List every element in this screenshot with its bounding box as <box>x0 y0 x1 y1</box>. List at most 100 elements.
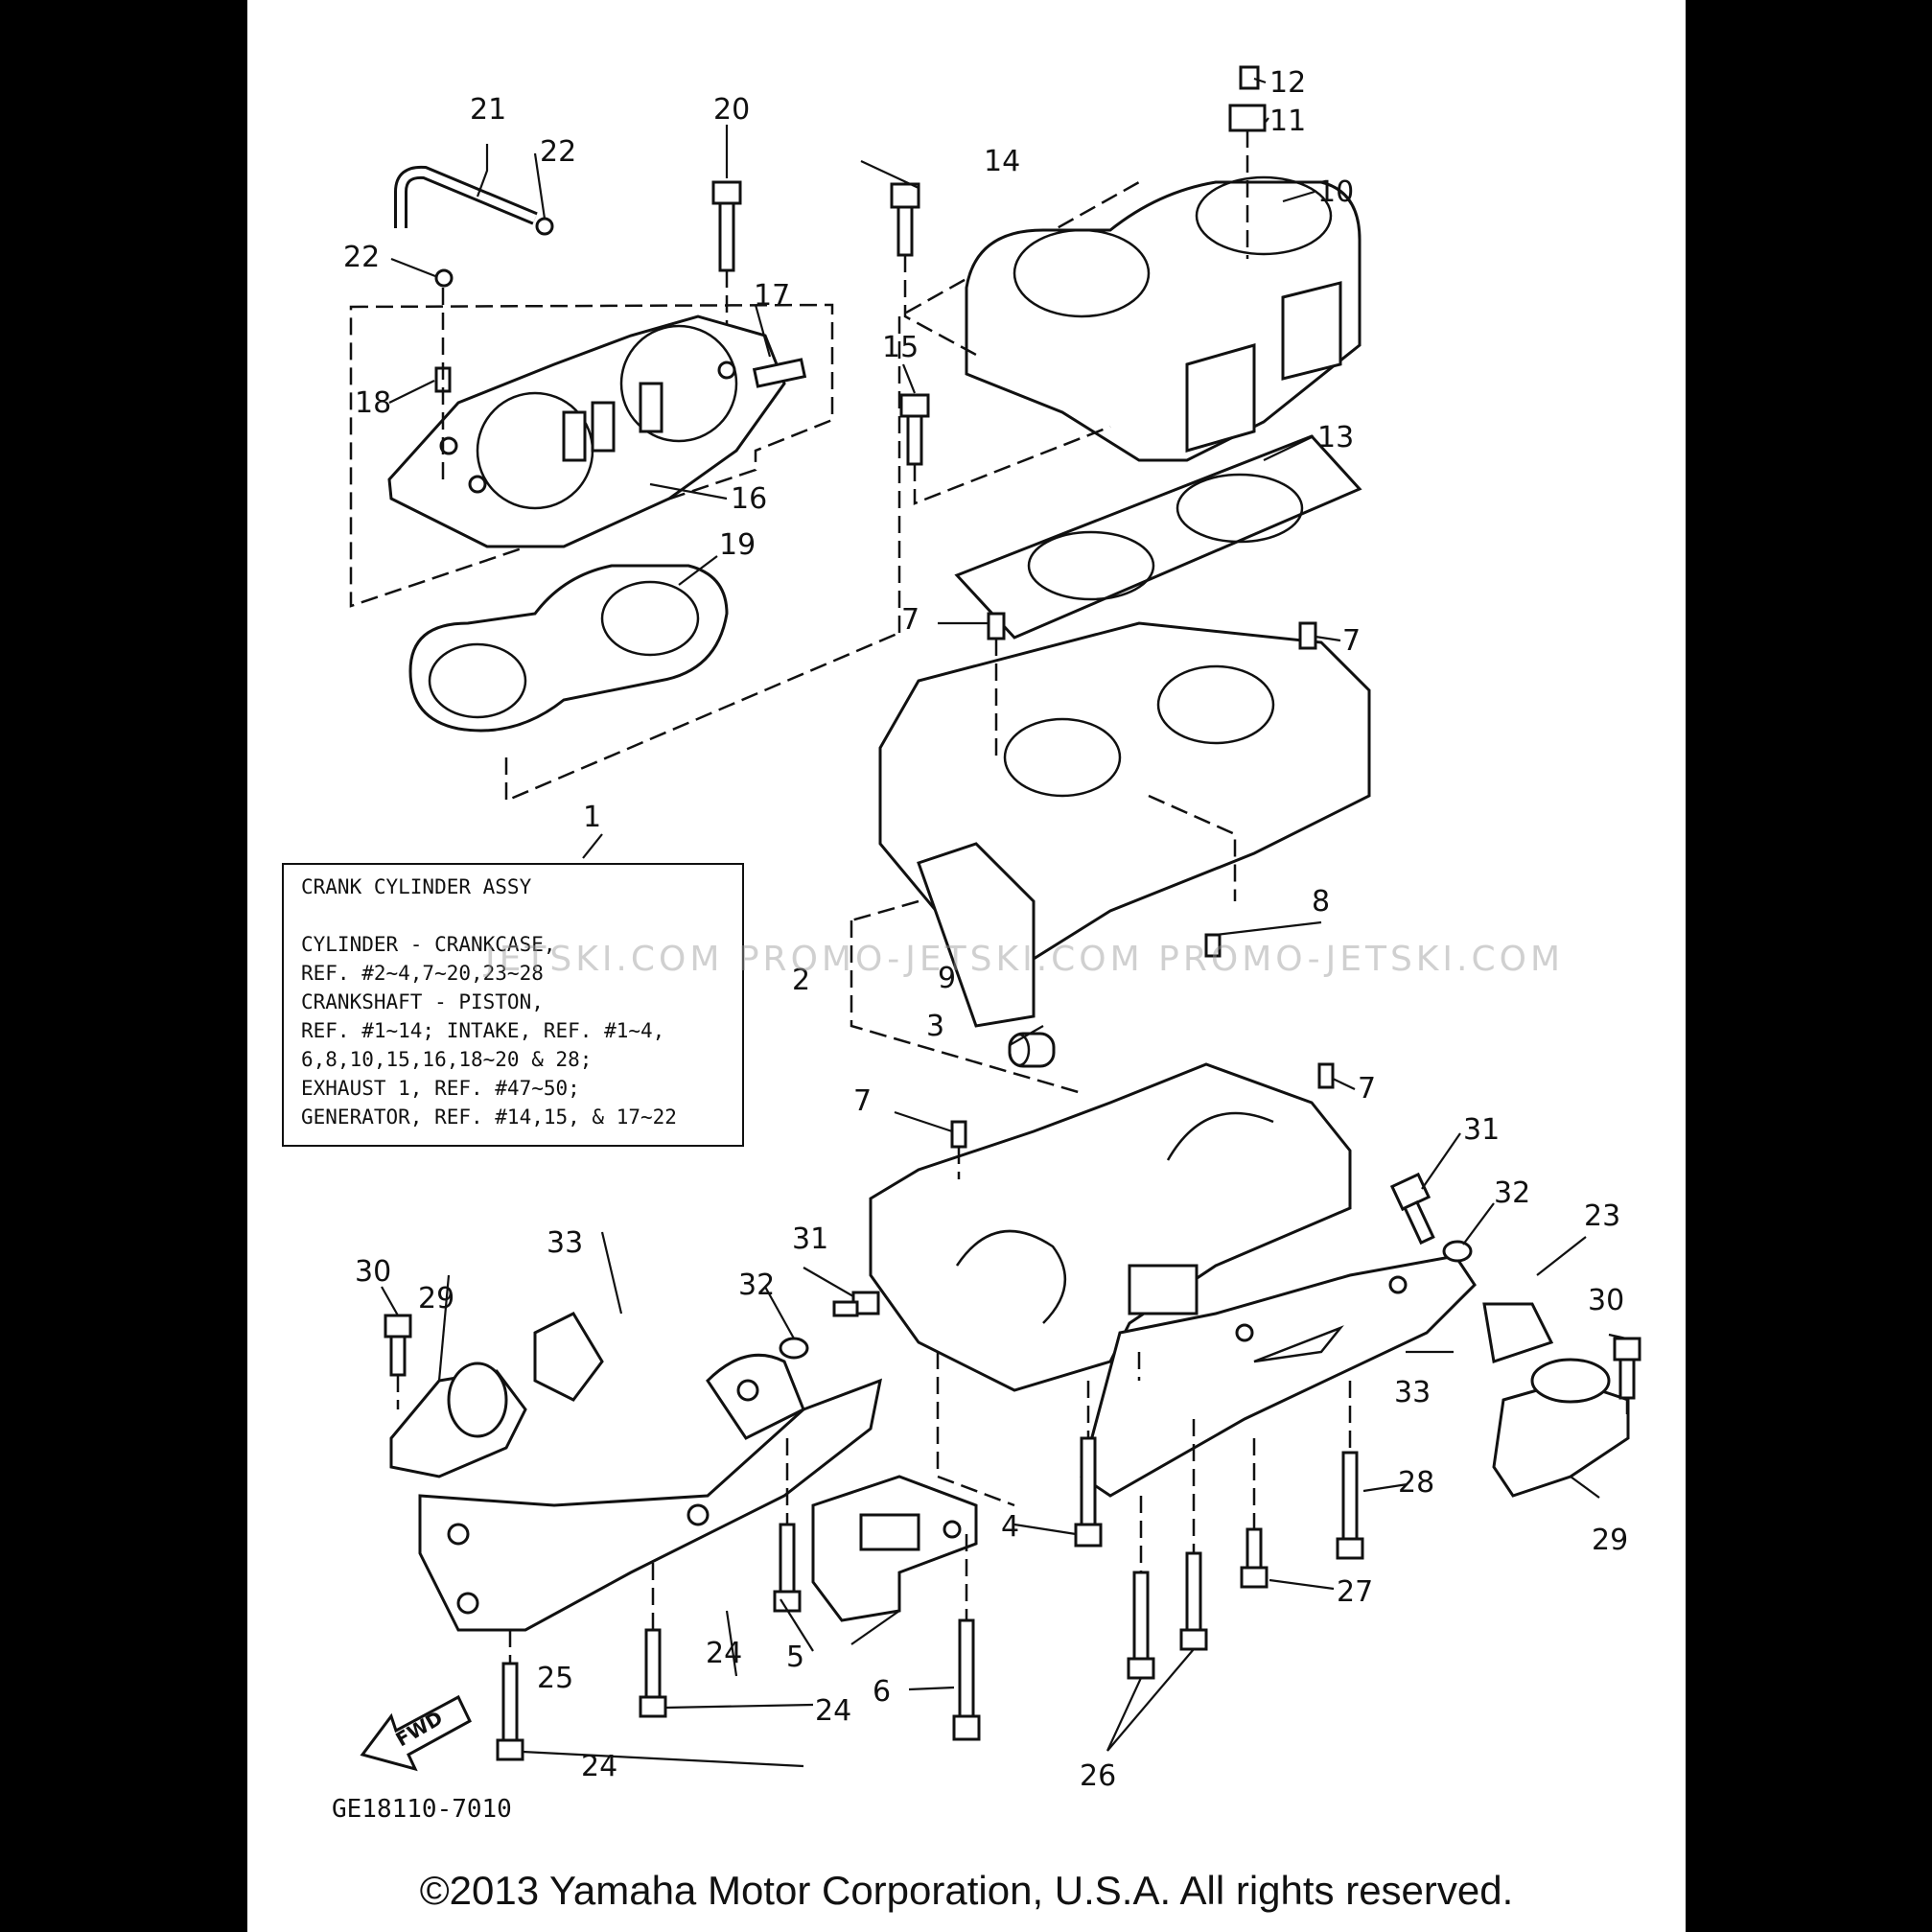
bolt-14 <box>890 182 920 257</box>
dowel-7 <box>1317 1062 1335 1089</box>
washer-32 <box>1442 1240 1473 1263</box>
callout-22: 22 <box>343 241 380 274</box>
hose <box>394 165 538 228</box>
rubber-mount-left <box>389 1362 527 1478</box>
damper-33 <box>533 1312 604 1402</box>
callout-30: 30 <box>1588 1284 1624 1317</box>
callout-20: 20 <box>713 93 750 127</box>
copyright-notice: ©2013 Yamaha Motor Corporation, U.S.A. A… <box>419 1868 1514 1913</box>
callout-27: 27 <box>1337 1575 1373 1609</box>
hose-clamp <box>434 268 454 288</box>
callout-29: 29 <box>1592 1524 1628 1557</box>
callout-24: 24 <box>815 1694 851 1728</box>
callout-7: 7 <box>1358 1072 1376 1106</box>
generator-gasket <box>408 564 729 733</box>
bolt-27 <box>1240 1527 1269 1589</box>
bearing-3 <box>1008 1032 1056 1068</box>
note-line: EXHAUST 1, REF. #47~50; <box>301 1077 580 1100</box>
exploded-parts-diagram: FWD <box>343 65 1641 1793</box>
callout-22: 22 <box>540 135 576 169</box>
callout-17: 17 <box>754 279 790 313</box>
callout-23: 23 <box>1584 1199 1620 1233</box>
engine-mount-bracket-left <box>418 1378 883 1632</box>
rubber-mount-right <box>1492 1358 1630 1498</box>
callout-25: 25 <box>537 1662 573 1695</box>
callout-1: 1 <box>583 801 601 834</box>
callout-8: 8 <box>1312 885 1330 919</box>
hose-clamp <box>535 217 554 236</box>
dowel-7 <box>1298 621 1317 650</box>
bolt-31 <box>832 1291 880 1317</box>
note-line: 6,8,10,15,16,18~20 & 28; <box>301 1048 593 1071</box>
bolt-15 <box>899 393 930 466</box>
callout-14: 14 <box>984 145 1020 178</box>
callout-15: 15 <box>882 331 919 364</box>
callout-32: 32 <box>1494 1176 1530 1210</box>
bolt-31 <box>1389 1172 1435 1245</box>
assembly-note-box: CRANK CYLINDER ASSY CYLINDER - CRANKCASE… <box>282 863 744 1147</box>
callout-29: 29 <box>418 1282 454 1315</box>
parts-diagram-sheet: FWD <box>247 0 1686 1932</box>
bolt-26 <box>1179 1551 1208 1651</box>
screw-12 <box>1239 65 1260 90</box>
generator-assembly-box <box>349 303 834 608</box>
note-title: CRANK CYLINDER ASSY <box>301 875 532 898</box>
callout-28: 28 <box>1398 1466 1434 1500</box>
callout-16: 16 <box>731 482 767 516</box>
callout-4: 4 <box>1001 1510 1019 1544</box>
callout-33: 33 <box>1394 1376 1431 1409</box>
callout-19: 19 <box>719 528 756 562</box>
note-line: CRANKSHAFT - PISTON, <box>301 990 544 1013</box>
pin-17 <box>752 358 807 388</box>
bolt-28 <box>1336 1451 1364 1560</box>
note-line: REF. #1~14; INTAKE, REF. #1~4, <box>301 1019 665 1042</box>
bolt-4 <box>1074 1436 1103 1548</box>
damper-33 <box>1482 1302 1554 1363</box>
callout-13: 13 <box>1317 421 1354 454</box>
callout-33: 33 <box>547 1226 583 1260</box>
bolt-26 <box>1127 1571 1155 1680</box>
forward-arrow-icon: FWD <box>360 1694 472 1772</box>
leader-lines <box>381 77 1627 1768</box>
callout-5: 5 <box>786 1641 804 1674</box>
callout-26: 26 <box>1080 1759 1116 1793</box>
upper-crankcase <box>878 621 1371 1028</box>
cylinder-gasket <box>954 434 1362 640</box>
callout-31: 31 <box>1463 1113 1500 1147</box>
bolt-20 <box>711 180 742 272</box>
callout-9: 9 <box>938 962 956 995</box>
callout-labels: 21 20 22 22 18 17 16 19 12 11 14 10 15 1… <box>343 66 1628 1793</box>
callout-7: 7 <box>1342 624 1361 658</box>
dowel-7 <box>950 1120 967 1149</box>
bracket-11 <box>1228 104 1267 132</box>
bolt-6 <box>952 1618 981 1741</box>
note-line: CYLINDER - CRANKCASE, <box>301 933 556 956</box>
callout-31: 31 <box>792 1222 828 1256</box>
callout-3: 3 <box>926 1010 944 1043</box>
center-mount <box>811 1475 978 1622</box>
washer-32 <box>779 1337 809 1360</box>
bolt-30 <box>384 1314 412 1377</box>
callout-21: 21 <box>470 93 506 127</box>
callout-24: 24 <box>706 1637 742 1670</box>
callout-11: 11 <box>1269 105 1306 138</box>
callout-24: 24 <box>581 1750 617 1783</box>
diagram-code: GE18110-7010 <box>332 1795 512 1824</box>
generator-cover <box>387 314 786 548</box>
callout-32: 32 <box>738 1269 775 1302</box>
dowel-8 <box>1204 933 1222 958</box>
callout-10: 10 <box>1317 175 1354 209</box>
bolt-30 <box>1613 1337 1641 1400</box>
bolt-24 <box>773 1523 802 1613</box>
callout-12: 12 <box>1269 66 1306 100</box>
bolt-24 <box>496 1662 524 1761</box>
note-line: GENERATOR, REF. #14,15, & 17~22 <box>301 1106 677 1129</box>
watermark: JETSKI.COM PROMO-JETSKI.COM PROMO-JETSKI… <box>485 940 1565 979</box>
bolt-24 <box>639 1628 667 1718</box>
callout-30: 30 <box>355 1255 391 1289</box>
note-line: REF. #2~4,7~20,23~28 <box>301 962 544 985</box>
callout-7: 7 <box>853 1084 872 1118</box>
callout-7: 7 <box>901 603 919 637</box>
callout-18: 18 <box>355 386 391 420</box>
